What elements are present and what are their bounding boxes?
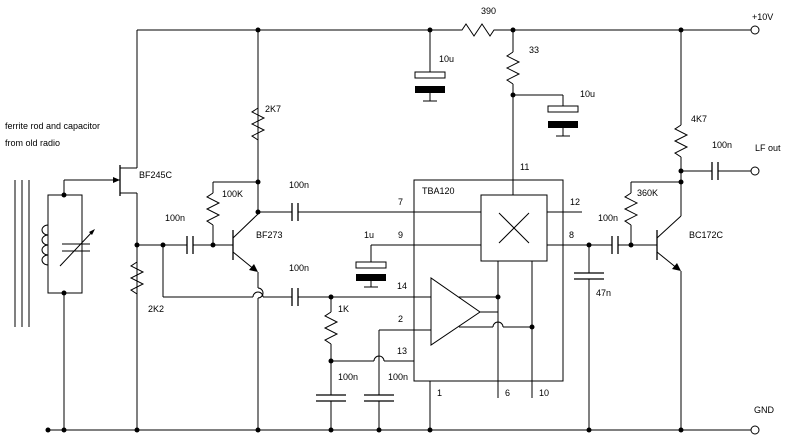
net-pin13 — [331, 355, 414, 362]
cap-10u-a-label: 10u — [439, 54, 454, 64]
cap-10u-b-label: 10u — [580, 89, 595, 99]
cap-100n-pin8-label: 100n — [598, 213, 618, 223]
pin-6-label: 6 — [505, 388, 510, 398]
cap-100n-bottom1-label: 100n — [338, 372, 358, 382]
junction-dot — [255, 27, 261, 33]
junction-dot — [427, 427, 433, 433]
tuned-circuit — [47, 177, 120, 430]
cap-100n-pin14-label: 100n — [289, 263, 309, 273]
resistor-33-label: 33 — [529, 45, 539, 55]
ferrite-rod — [14, 180, 30, 327]
resistor-33 — [505, 30, 521, 95]
cap-47n — [574, 245, 604, 430]
cap-1u — [355, 244, 414, 288]
ic-external-pins — [429, 95, 582, 430]
cap-10u-b — [513, 94, 579, 137]
junction-dot — [61, 192, 67, 198]
resistor-1k — [323, 297, 339, 395]
ic-internal-wiring — [414, 180, 563, 381]
pin-14-label: 14 — [397, 281, 407, 291]
resistor-100k-label: 100K — [222, 189, 243, 199]
cap-1u-label: 1u — [364, 230, 374, 240]
cap-100n-output — [681, 162, 751, 180]
cap-100n-input-label: 100n — [165, 213, 185, 223]
transistor-bc172c — [656, 163, 682, 430]
ic-amplifier — [430, 277, 498, 346]
antenna-coil — [41, 222, 49, 268]
resistor-4k7-label: 4K7 — [691, 114, 707, 124]
transistor-bf273-label: BF273 — [256, 230, 283, 240]
junction-dot — [529, 324, 535, 330]
ic-tba120-label: TBA120 — [422, 186, 455, 196]
resistor-360k — [623, 181, 681, 245]
junction-dot — [134, 427, 140, 433]
pin-11-label: 11 — [520, 162, 529, 172]
supply-rail — [137, 23, 751, 37]
resistor-2k7 — [250, 107, 266, 141]
ic-mixer — [480, 194, 548, 262]
cap-100n-bottom2-label: 100n — [388, 372, 408, 382]
resistor-100k — [205, 181, 258, 245]
pin-2-label: 2 — [398, 314, 403, 324]
transistor-bc172c-label: BC172C — [689, 230, 724, 240]
tuning-capacitor — [59, 229, 95, 267]
junction-dot — [328, 427, 334, 433]
cap-100n-pin14 — [162, 245, 429, 306]
junction-dot — [586, 427, 592, 433]
junction-dot — [678, 427, 684, 433]
lf-out-label: LF out — [755, 143, 781, 153]
pin-10-label: 10 — [539, 388, 549, 398]
junction-dot — [678, 179, 684, 185]
pin-13-label: 13 — [397, 346, 407, 356]
cap-100n-input — [137, 236, 233, 254]
supply-terminal — [750, 25, 760, 35]
junction-dot — [61, 290, 67, 296]
pin-1-label: 1 — [437, 388, 442, 398]
cap-100n-pin7 — [258, 203, 414, 221]
junction-dot — [376, 427, 382, 433]
ic-tba120 — [413, 179, 564, 382]
lf-out-terminal — [750, 166, 760, 176]
resistor-1k-label: 1K — [338, 304, 349, 314]
fet-bf245c — [119, 30, 138, 430]
pin-7-label: 7 — [398, 197, 403, 207]
ferrite-caption-line2: from old radio — [5, 138, 60, 148]
fet-label: BF245C — [139, 170, 173, 180]
junction-dot — [61, 427, 67, 433]
ground-terminal — [750, 425, 760, 435]
junction-dot — [45, 427, 51, 433]
cap-47n-label: 47n — [596, 288, 611, 298]
cap-100n-bottom2 — [364, 329, 414, 430]
resistor-360k-label: 360K — [637, 188, 658, 198]
ground-label: GND — [754, 405, 775, 415]
cap-100n-bottom1 — [316, 394, 346, 430]
cap-100n-pin7-label: 100n — [289, 180, 309, 190]
cap-10u-a — [414, 30, 446, 102]
resistor-2k2-label: 2K2 — [148, 304, 164, 314]
cap-100n-output-label: 100n — [712, 140, 732, 150]
pin-12-label: 12 — [570, 197, 580, 207]
resistor-4k7 — [673, 30, 689, 163]
pin-8-label: 8 — [569, 230, 574, 240]
junction-dot — [255, 427, 261, 433]
resistor-390-label: 390 — [481, 6, 496, 16]
resistor-2k7-label: 2K7 — [265, 104, 281, 114]
resistor-2k2 — [129, 245, 145, 295]
cap-100n-pin8 — [563, 236, 657, 254]
junction-dot — [495, 294, 501, 300]
transistor-bf273 — [232, 30, 264, 430]
ferrite-caption-line1: ferrite rod and capacitor — [5, 121, 100, 131]
pin-9-label: 9 — [398, 230, 403, 240]
supply-label: +10V — [752, 12, 773, 22]
